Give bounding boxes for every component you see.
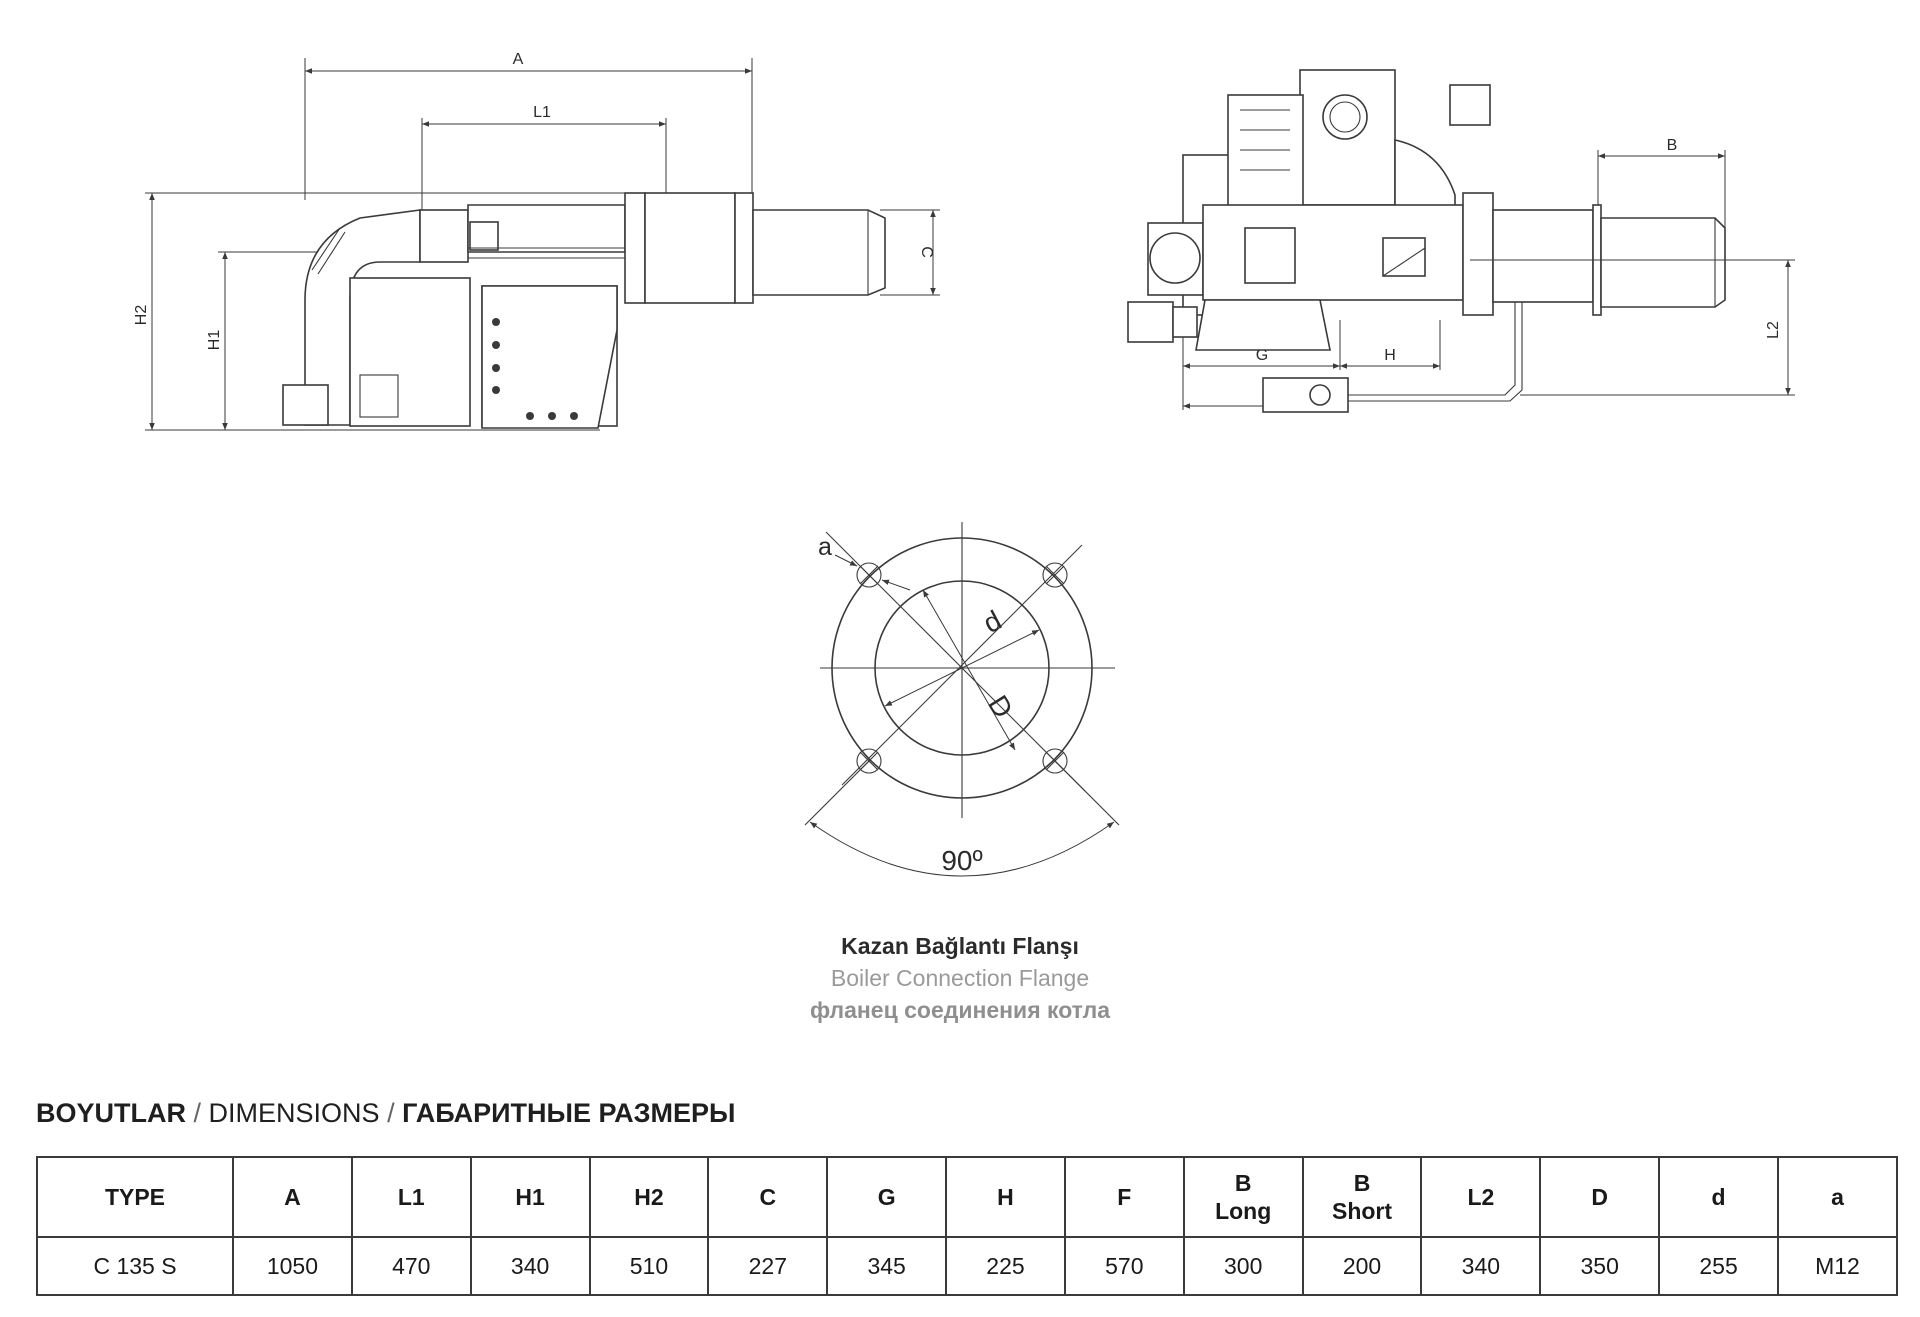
dimensions-title-en: DIMENSIONS xyxy=(208,1098,380,1128)
header-label: G xyxy=(877,1184,896,1210)
flange-label-a: a xyxy=(818,533,832,561)
table-header-cell: C xyxy=(707,1156,829,1238)
table-cell: 225 xyxy=(945,1236,1066,1296)
table-header-cell: L2 xyxy=(1420,1156,1542,1238)
flange-drawing: a d D 90º xyxy=(804,522,1120,877)
header-label: H xyxy=(997,1184,1014,1210)
dim-label-H2: H2 xyxy=(133,305,150,326)
table-header-cell: G xyxy=(826,1156,948,1238)
dim-label-H: H xyxy=(1384,347,1396,364)
table-cell: 200 xyxy=(1301,1236,1423,1296)
flange-label-D: D xyxy=(982,690,1019,724)
header-label: B xyxy=(1353,1170,1371,1196)
table-cell: 227 xyxy=(707,1236,829,1296)
table-cell: C 135 S xyxy=(36,1236,234,1296)
caption-turkish: Kazan Bağlantı Flanşı xyxy=(841,933,1079,959)
header-label: d xyxy=(1711,1184,1726,1210)
table-cell: M12 xyxy=(1776,1236,1899,1296)
dim-label-G: G xyxy=(1256,347,1268,364)
table-cell: 350 xyxy=(1539,1236,1661,1296)
table-cell: 345 xyxy=(826,1236,948,1296)
table-header-cell: H1 xyxy=(469,1156,591,1238)
header-sublabel: Short xyxy=(1331,1198,1393,1224)
flange-label-angle: 90º xyxy=(941,845,982,876)
dimensions-heading: BOYUTLAR / DIMENSIONS / ГАБАРИТНЫЕ РАЗМЕ… xyxy=(36,1098,735,1129)
technical-drawing: A L1 H2 H1 C xyxy=(133,51,1795,877)
header-label: H2 xyxy=(634,1184,664,1210)
front-view-drawing: B L2 G H F xyxy=(1127,69,1795,413)
header-sublabel: Long xyxy=(1215,1198,1272,1224)
header-label: a xyxy=(1831,1184,1844,1210)
table-header-cell: H xyxy=(945,1156,1066,1238)
dim-label-C: C xyxy=(918,246,935,258)
table-cell: 470 xyxy=(350,1236,472,1296)
dimensions-title-ru: ГАБАРИТНЫЕ РАЗМЕРЫ xyxy=(402,1098,736,1128)
dimensions-title-tr: BOYUTLAR xyxy=(36,1098,186,1128)
table-header-cell: F xyxy=(1063,1156,1185,1238)
side-view-drawing: A L1 H2 H1 C xyxy=(133,51,940,431)
table-header-cell: H2 xyxy=(588,1156,710,1238)
dim-label-A: A xyxy=(513,51,524,68)
flange-label-d: d xyxy=(978,604,1006,639)
dim-label-L1: L1 xyxy=(533,104,551,121)
table-header-cell: A xyxy=(232,1156,353,1238)
header-label: A xyxy=(284,1184,301,1210)
caption-russian: фланец соединения котла xyxy=(809,997,1111,1023)
table-cell: 340 xyxy=(469,1236,591,1296)
table-cell: 1050 xyxy=(232,1236,353,1296)
header-label: C xyxy=(759,1184,777,1210)
dimensions-title-sep-1: / xyxy=(193,1098,202,1128)
header-label: TYPE xyxy=(104,1184,166,1210)
dim-label-H1: H1 xyxy=(206,330,223,351)
header-label: D xyxy=(1591,1184,1609,1210)
table-header-cell: D xyxy=(1539,1156,1661,1238)
dim-label-B: B xyxy=(1667,137,1678,154)
dim-label-L2: L2 xyxy=(1765,321,1782,339)
dimensions-title-sep-2: / xyxy=(387,1098,395,1128)
table-cell: 255 xyxy=(1658,1236,1779,1296)
table-header-cell: d xyxy=(1658,1156,1779,1238)
flange-caption: Kazan Bağlantı Flanşı Boiler Connection … xyxy=(0,930,1920,1026)
header-label: B xyxy=(1234,1170,1252,1196)
header-label: F xyxy=(1117,1184,1132,1210)
table-header-cell: TYPE xyxy=(36,1156,234,1238)
header-label: L1 xyxy=(397,1184,425,1210)
caption-english: Boiler Connection Flange xyxy=(830,965,1090,991)
header-label: H1 xyxy=(515,1184,545,1210)
table-cell: 340 xyxy=(1420,1236,1542,1296)
header-label: L2 xyxy=(1467,1184,1495,1210)
table-header-cell: a xyxy=(1776,1156,1899,1238)
table-cell: 570 xyxy=(1063,1236,1185,1296)
table-header-cell: L1 xyxy=(350,1156,472,1238)
table-cell: 510 xyxy=(588,1236,710,1296)
table-cell: 300 xyxy=(1182,1236,1304,1296)
